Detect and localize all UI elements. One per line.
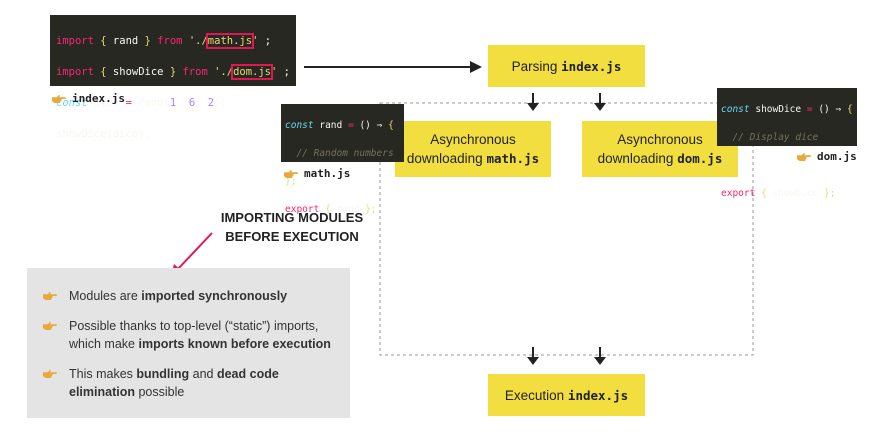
dom-file-label: dom.js (797, 150, 857, 163)
code-line: const showDice = () ⇒ { (721, 104, 853, 115)
code-line: // Random numbers (296, 148, 394, 159)
highlight-math-file: math.js (205, 32, 255, 49)
pointing-hand-icon (43, 321, 57, 330)
highlight-dom-file: dom.js (231, 63, 274, 80)
code-line: const rand = () ⇒ { (285, 120, 394, 131)
bullet-item: Modules are imported synchronously (43, 287, 287, 305)
dom-code-block: const showDice = () ⇒ { // Display dice … (717, 88, 857, 199)
bullet-item: Possible thanks to top-level (“static”) … (43, 317, 343, 353)
pointing-hand-icon (43, 291, 57, 300)
pointing-hand-icon (797, 152, 811, 161)
execution-box: Execution index.js (488, 374, 645, 416)
bullet-panel: Modules are imported synchronously Possi… (27, 268, 350, 418)
index-code-block: import { rand } from './math.js' ; impor… (50, 15, 296, 140)
importing-heading: IMPORTING MODULES BEFORE EXECUTION (220, 210, 364, 244)
dashed-boundary (379, 102, 754, 356)
code-line: export { rand }; (285, 204, 377, 215)
math-file-label: math.js (284, 167, 350, 180)
code-line: import { showDice } from './dom.js' ; (56, 63, 290, 80)
main-arrow-head (470, 61, 482, 73)
code-line: showDice(dice); (56, 127, 151, 140)
code-line: import { rand } from './math.js' ; (56, 32, 272, 49)
code-line: export { showDice }; (721, 188, 836, 199)
bullet-item: This makes bundling and dead code elimin… (43, 365, 323, 401)
arrow-head (594, 103, 606, 111)
code-line: }; (721, 160, 733, 171)
arrow-head (527, 357, 539, 365)
index-file-label: index.js (52, 92, 125, 105)
code-line: // Display dice (732, 132, 819, 143)
parsing-box: Parsing index.js (488, 45, 645, 87)
arrow-head (527, 103, 539, 111)
math-code-block: const rand = () ⇒ { // Random numbers };… (281, 104, 404, 215)
code-line: }; (285, 176, 297, 187)
code-line: const dice = rand(1, 6, 2); (56, 96, 227, 109)
pointing-hand-icon (43, 369, 57, 378)
pointing-hand-icon (284, 169, 298, 178)
pink-arrow-line (176, 232, 213, 271)
arrow-head (594, 357, 606, 365)
